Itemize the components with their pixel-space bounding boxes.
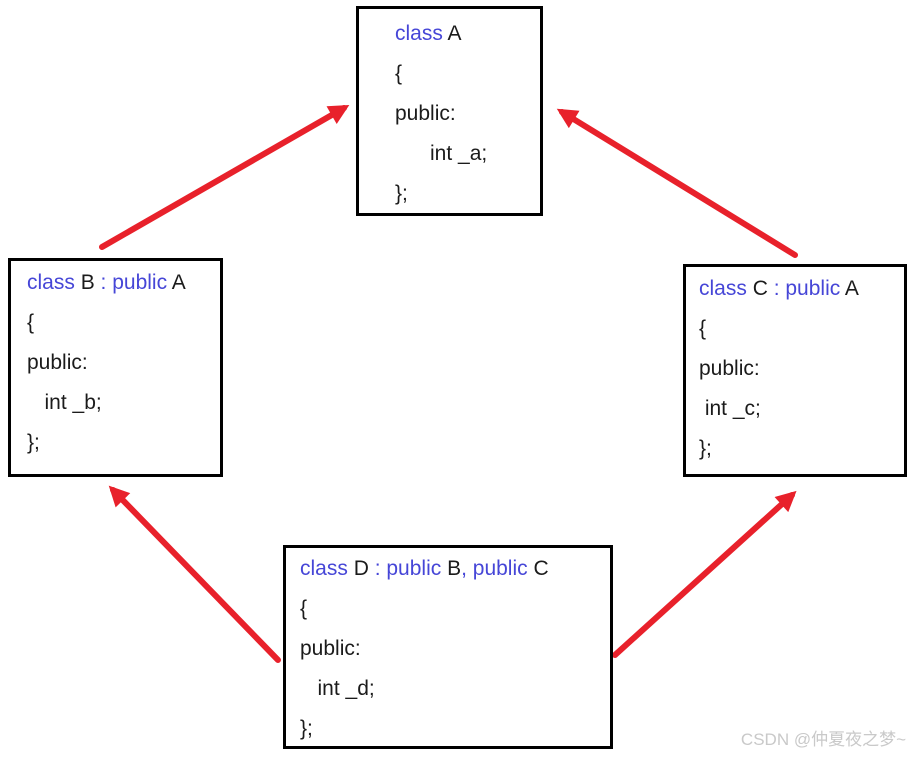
code-line: public:	[300, 637, 361, 660]
class-b-declaration: class B : public A	[27, 263, 220, 303]
code-line: public:	[699, 357, 760, 380]
code-line: public:	[395, 102, 456, 125]
code-identifier: B	[441, 557, 462, 580]
code-line: };	[699, 437, 712, 460]
code-line: public:	[27, 351, 88, 374]
arrow-c-to-a	[556, 108, 798, 258]
code-line: {	[300, 597, 308, 620]
code-identifier: C	[746, 277, 774, 300]
class-b-box: class B : public A { public: int _b; };	[8, 258, 223, 477]
class-d-box: class D : public B, public C { public: i…	[283, 545, 613, 749]
code-line: int _a;	[395, 142, 488, 165]
code-keyword: : public	[100, 271, 168, 294]
code-identifier: A	[167, 271, 186, 294]
code-identifier: B	[74, 271, 101, 294]
class-c-declaration: class C : public A	[699, 269, 904, 309]
arrow-b-to-a	[99, 104, 350, 250]
code-line: };	[300, 717, 313, 740]
code-identifier: A	[442, 22, 462, 45]
code-keyword: : public	[773, 277, 841, 300]
code-keyword: , public	[461, 557, 528, 580]
code-identifier: A	[840, 277, 859, 300]
class-a-declaration: class A	[395, 14, 540, 54]
code-identifier: D	[347, 557, 375, 580]
code-line: int _b;	[27, 391, 102, 414]
code-line: {	[27, 311, 35, 334]
arrow-d-to-b	[108, 485, 281, 663]
code-line: int _c;	[699, 397, 761, 420]
class-c-box: class C : public A { public: int _c; };	[683, 264, 907, 477]
code-keyword: : public	[374, 557, 442, 580]
code-line: int _d;	[300, 677, 375, 700]
code-line: {	[699, 317, 707, 340]
code-keyword: class	[699, 277, 747, 300]
code-keyword: class	[395, 22, 443, 45]
csdn-watermark: CSDN @仲夏夜之梦~	[740, 730, 906, 749]
code-keyword: class	[300, 557, 348, 580]
code-line: };	[27, 431, 40, 454]
class-a-box: class A { public: int _a; };	[356, 6, 543, 216]
code-line: {	[395, 62, 403, 85]
class-d-declaration: class D : public B, public C	[300, 549, 610, 589]
arrow-d-to-c	[612, 490, 797, 658]
code-identifier: C	[527, 557, 549, 580]
code-line: };	[395, 182, 408, 205]
code-keyword: class	[27, 271, 75, 294]
